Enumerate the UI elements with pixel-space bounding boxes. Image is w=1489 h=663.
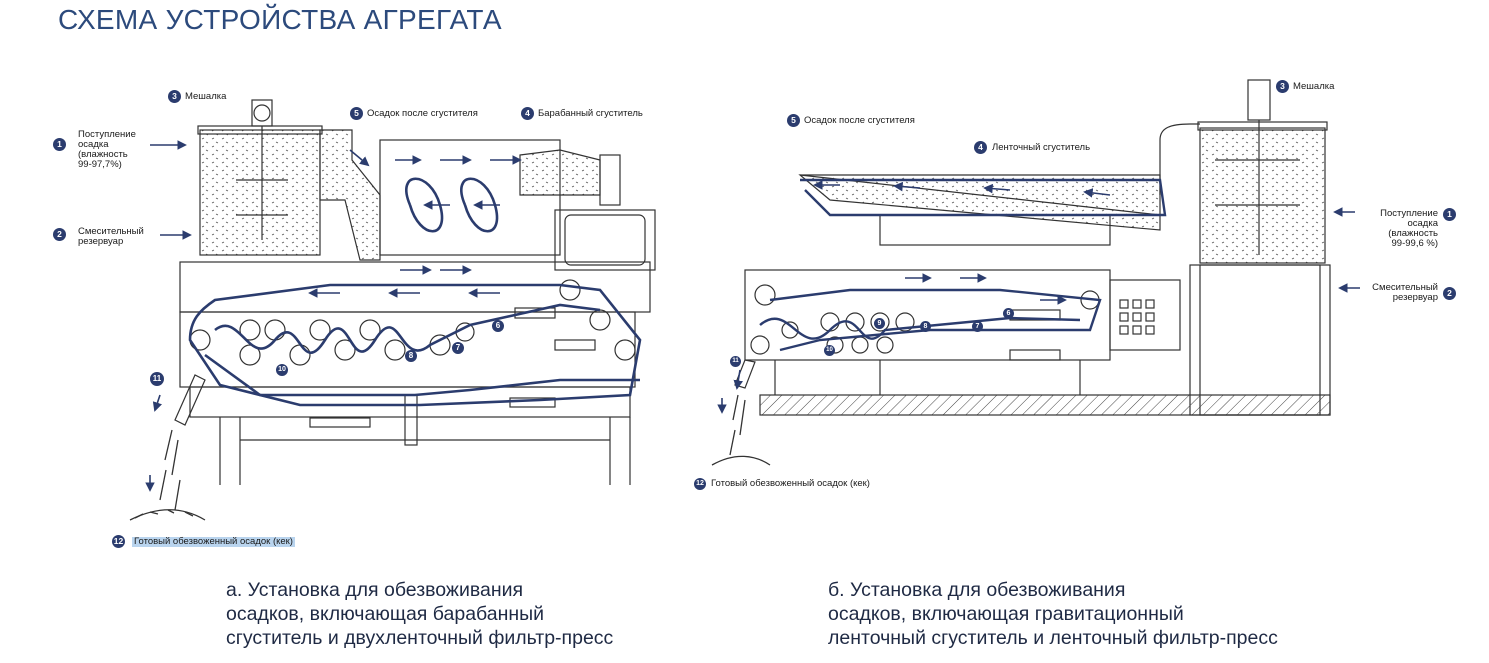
badge-left-10: 10 [276, 364, 288, 376]
label-r-mixing-tank: Смесительный резервуар [1372, 282, 1438, 303]
left-unit-drawing [174, 99, 656, 485]
badge-left-7: 7 [452, 342, 464, 354]
badge-right-6: 6 [1003, 308, 1014, 319]
right-unit-flow-arrows [717, 180, 1360, 414]
badge-right-7: 7 [972, 321, 983, 332]
label-sludge-after-thickener: Осадок после сгустителя [367, 108, 478, 119]
page-title: СХЕМА УСТРОЙСТВА АГРЕГАТА [58, 4, 502, 35]
badge-1: 1 [53, 138, 66, 151]
badge-left-11: 11 [150, 372, 164, 386]
badge-4: 4 [521, 107, 534, 120]
label-dewatered-cake: Готовый обезвоженный осадок (кек) [132, 536, 295, 547]
right-unit-drawing [734, 79, 1331, 416]
badge-left-6: 6 [492, 320, 504, 332]
caption-a: а. Установка для обезвоживания осадков, … [226, 579, 614, 649]
left-unit-flow-arrows [145, 140, 522, 492]
badge-5: 5 [350, 107, 363, 120]
badge-3: 3 [168, 90, 181, 103]
label-sludge-inflow: Поступление осадка (влажность 99-97,7%) [78, 129, 136, 170]
label-mixer: Мешалка [185, 91, 227, 102]
badge-12: 12 [112, 535, 125, 548]
label-r-sludge-inflow: Поступление осадка (влажность 99-99,6 %) [1380, 208, 1438, 249]
caption-b: б. Установка для обезвоживания осадков, … [828, 579, 1278, 649]
badge-r3: 3 [1276, 80, 1289, 93]
label-r-sludge-after-thickener: Осадок после сгустителя [804, 115, 915, 126]
badge-r4: 4 [974, 141, 987, 154]
badge-right-9: 9 [874, 318, 885, 329]
badge-2: 2 [53, 228, 66, 241]
label-drum-thickener: Барабанный сгуститель [538, 108, 643, 119]
badge-r5: 5 [787, 114, 800, 127]
badge-r1: 1 [1443, 208, 1456, 221]
badge-r2: 2 [1443, 287, 1456, 300]
label-mixing-tank: Смесительный резервуар [78, 226, 144, 247]
right-cake-pile [711, 394, 771, 466]
label-r-dewatered-cake: Готовый обезвоженный осадок (кек) [711, 478, 870, 489]
label-r-belt-thickener: Ленточный сгуститель [992, 142, 1091, 153]
badge-right-8: 8 [920, 321, 931, 332]
badge-right-10: 10 [824, 345, 835, 356]
badge-r12: 12 [694, 478, 706, 490]
label-r-mixer: Мешалка [1293, 81, 1335, 92]
unit-schematics [129, 79, 1360, 521]
badge-right-11: 11 [730, 356, 741, 367]
left-cake-pile [129, 429, 206, 521]
right-unit-belts [759, 178, 1167, 352]
badge-left-8: 8 [405, 350, 417, 362]
